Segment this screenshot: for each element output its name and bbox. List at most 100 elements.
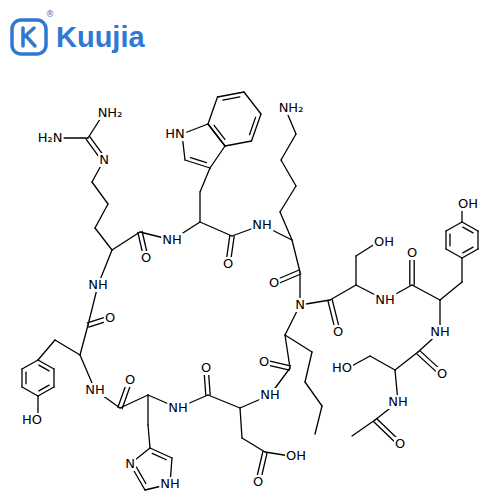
- atom-label: HO: [21, 413, 43, 427]
- atom-label: HO: [331, 361, 353, 375]
- bond-line: [477, 231, 478, 249]
- atom-label: NH: [167, 401, 189, 415]
- atom-label: O: [124, 373, 136, 387]
- bond-line: [39, 365, 49, 371]
- bond-line: [136, 467, 146, 484]
- atom-label: O: [222, 257, 234, 271]
- bond-line: [208, 124, 225, 146]
- atom-label: NH: [84, 383, 106, 397]
- bond-line: [244, 92, 261, 114]
- bond-line: [38, 387, 54, 396]
- atom-label: N: [294, 298, 306, 312]
- bond-line: [62, 137, 88, 138]
- bond-line: [463, 247, 473, 253]
- bond-line: [281, 160, 296, 186]
- bond-line: [185, 160, 210, 168]
- bond-line: [281, 134, 296, 160]
- atom-label: OH: [457, 197, 479, 211]
- bond-line: [412, 285, 440, 300]
- atom-label: O: [258, 355, 270, 369]
- bond-line: [39, 385, 49, 391]
- bond-line: [53, 369, 54, 387]
- atom-label: O: [268, 276, 280, 290]
- atom-label: NH₂: [278, 101, 305, 115]
- bond-line: [446, 222, 462, 231]
- atom-label: O: [332, 325, 344, 339]
- atom-label: O: [394, 437, 406, 451]
- bond-line: [305, 382, 322, 406]
- bond-line: [355, 256, 356, 285]
- bond-line: [305, 352, 312, 382]
- bond-line: [208, 124, 225, 146]
- atom-label: OH: [285, 449, 307, 463]
- bond-line: [92, 182, 108, 204]
- bond-line: [55, 340, 80, 355]
- bond-line: [214, 125, 225, 139]
- atom-label: NH: [429, 325, 451, 339]
- bond-line: [200, 222, 232, 236]
- bond-line: [95, 228, 112, 250]
- bond-line: [148, 425, 150, 448]
- bond-line: [25, 372, 26, 384]
- bond-line: [147, 395, 148, 425]
- logo-frame: [12, 20, 46, 54]
- atom-label: O: [104, 311, 116, 325]
- bond-line: [38, 360, 54, 369]
- bond-line: [200, 168, 210, 192]
- bond-line: [292, 240, 300, 272]
- bond-line: [445, 231, 446, 249]
- bond-line: [190, 158, 206, 163]
- bond-line: [461, 258, 462, 282]
- atom-label: NH: [159, 477, 181, 491]
- bond-line: [22, 387, 38, 396]
- bond-line: [462, 249, 478, 258]
- bond-line: [370, 356, 395, 370]
- bond-line: [449, 234, 450, 246]
- bond-line: [285, 335, 290, 368]
- bond-line: [463, 227, 473, 233]
- bond-line: [395, 352, 418, 370]
- bond-line: [315, 406, 322, 434]
- bond-line: [199, 192, 200, 222]
- bond-line: [22, 360, 38, 369]
- atom-label: NH: [87, 278, 109, 292]
- bond-line: [440, 282, 462, 300]
- bond-line: [242, 438, 265, 452]
- atom-label: O: [140, 251, 152, 265]
- logo-text: Kuujia: [56, 21, 145, 53]
- atom-label: N: [124, 457, 136, 471]
- bond-line: [249, 117, 255, 134]
- bond-line: [210, 146, 225, 168]
- bond-line: [446, 249, 462, 258]
- atom-label: O: [200, 361, 212, 375]
- registered-mark: ®: [46, 9, 55, 19]
- bond-line: [280, 212, 292, 240]
- atom-label: NH₂: [97, 106, 124, 120]
- atom-label: H₂N: [37, 131, 64, 145]
- atom-label: OH: [373, 235, 395, 249]
- atom-label: N: [98, 153, 110, 167]
- bond-line: [21, 369, 22, 387]
- atom-label: NH: [374, 293, 396, 307]
- bond-line: [95, 204, 108, 228]
- bond-line: [252, 114, 262, 141]
- bond-line: [208, 395, 240, 408]
- atom-label: NH: [259, 388, 281, 402]
- bond-line: [208, 97, 218, 124]
- bond-line: [80, 325, 88, 355]
- bond-line: [38, 340, 55, 360]
- bond-line: [240, 408, 242, 438]
- atom-label: O: [406, 246, 418, 260]
- atom-label: NH: [161, 233, 183, 247]
- bond-line: [223, 97, 240, 100]
- bond-line: [285, 335, 312, 352]
- bond-line: [150, 448, 172, 458]
- bond-line: [152, 453, 166, 459]
- bond-line: [280, 186, 296, 212]
- bond-line: [352, 420, 375, 436]
- bond-line: [225, 141, 252, 146]
- atom-label: O: [252, 475, 264, 489]
